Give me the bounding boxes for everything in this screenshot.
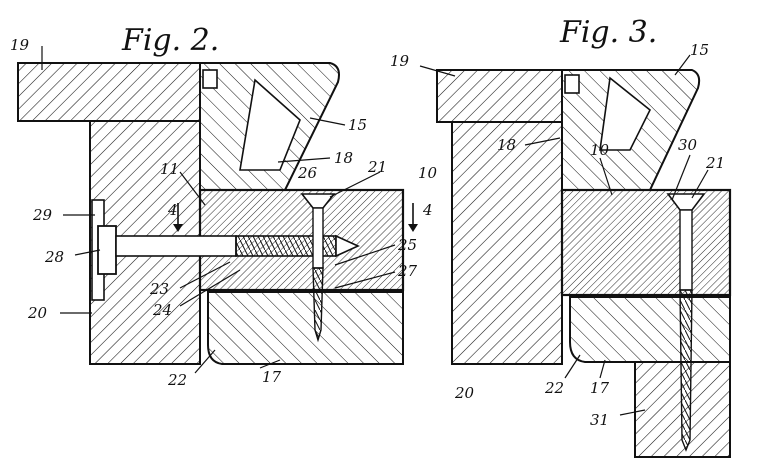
block-10-fig3 [560, 188, 732, 297]
bolt-head [97, 225, 117, 275]
label-29: 29 [32, 206, 53, 224]
sill-17-fig3 [569, 296, 731, 363]
label-22-fig3: 22 [544, 379, 564, 397]
screw-shank-fig3 [679, 209, 693, 291]
corner-notch-fig3 [564, 74, 580, 94]
label-19: 19 [10, 36, 30, 54]
sill-17 [207, 291, 404, 365]
label-4-left: 4 [167, 201, 178, 219]
label-4-right: 4 [422, 201, 433, 219]
label-18-fig3: 18 [497, 136, 516, 154]
label-23: 23 [149, 280, 169, 298]
label-30-fig3: 30 [678, 136, 698, 154]
label-18: 18 [334, 149, 353, 167]
figure-2: Fig. 2. [10, 23, 438, 389]
section-arrowhead-right [408, 224, 418, 232]
corner-notch [202, 69, 218, 89]
label-11: 11 [160, 160, 179, 178]
label-22: 22 [167, 371, 187, 389]
label-21-fig3: 21 [705, 154, 725, 172]
figure-3-title: Fig. 3. [559, 15, 657, 50]
screw-shank [312, 207, 324, 269]
figure-3: Fig. 3. 19 15 18 1 [390, 15, 732, 458]
fig3-leader-lines [419, 54, 709, 416]
label-31-fig3: 31 [590, 411, 609, 429]
label-19-fig3: 19 [390, 52, 410, 70]
label-20: 20 [27, 304, 48, 322]
screw-threads-fig3 [679, 289, 693, 452]
fig2-leader-lines [41, 46, 396, 374]
label-10-fig3: 10 [590, 141, 610, 159]
label-20-fig3: 20 [454, 384, 475, 402]
block-18 [239, 78, 301, 171]
wall-20-fig3 [451, 121, 563, 365]
top-board-19-fig3 [436, 69, 563, 123]
section-arrowhead-left [173, 224, 183, 232]
label-27: 27 [397, 262, 418, 280]
top-board-19 [17, 62, 201, 122]
block-18-fig3 [599, 76, 652, 151]
label-15-fig3: 15 [690, 41, 709, 59]
label-28: 28 [44, 248, 64, 266]
label-26: 26 [297, 164, 318, 182]
figure-2-title: Fig. 2. [121, 23, 219, 58]
label-24: 24 [152, 301, 172, 319]
bolt-tip [335, 234, 360, 258]
label-17: 17 [262, 368, 282, 386]
label-21: 21 [367, 158, 387, 176]
bolt-shank [115, 235, 237, 257]
label-15: 15 [348, 116, 367, 134]
label-25: 25 [397, 236, 417, 254]
label-10: 10 [418, 164, 438, 182]
screw-threads [312, 267, 324, 343]
label-17-fig3: 17 [590, 379, 610, 397]
